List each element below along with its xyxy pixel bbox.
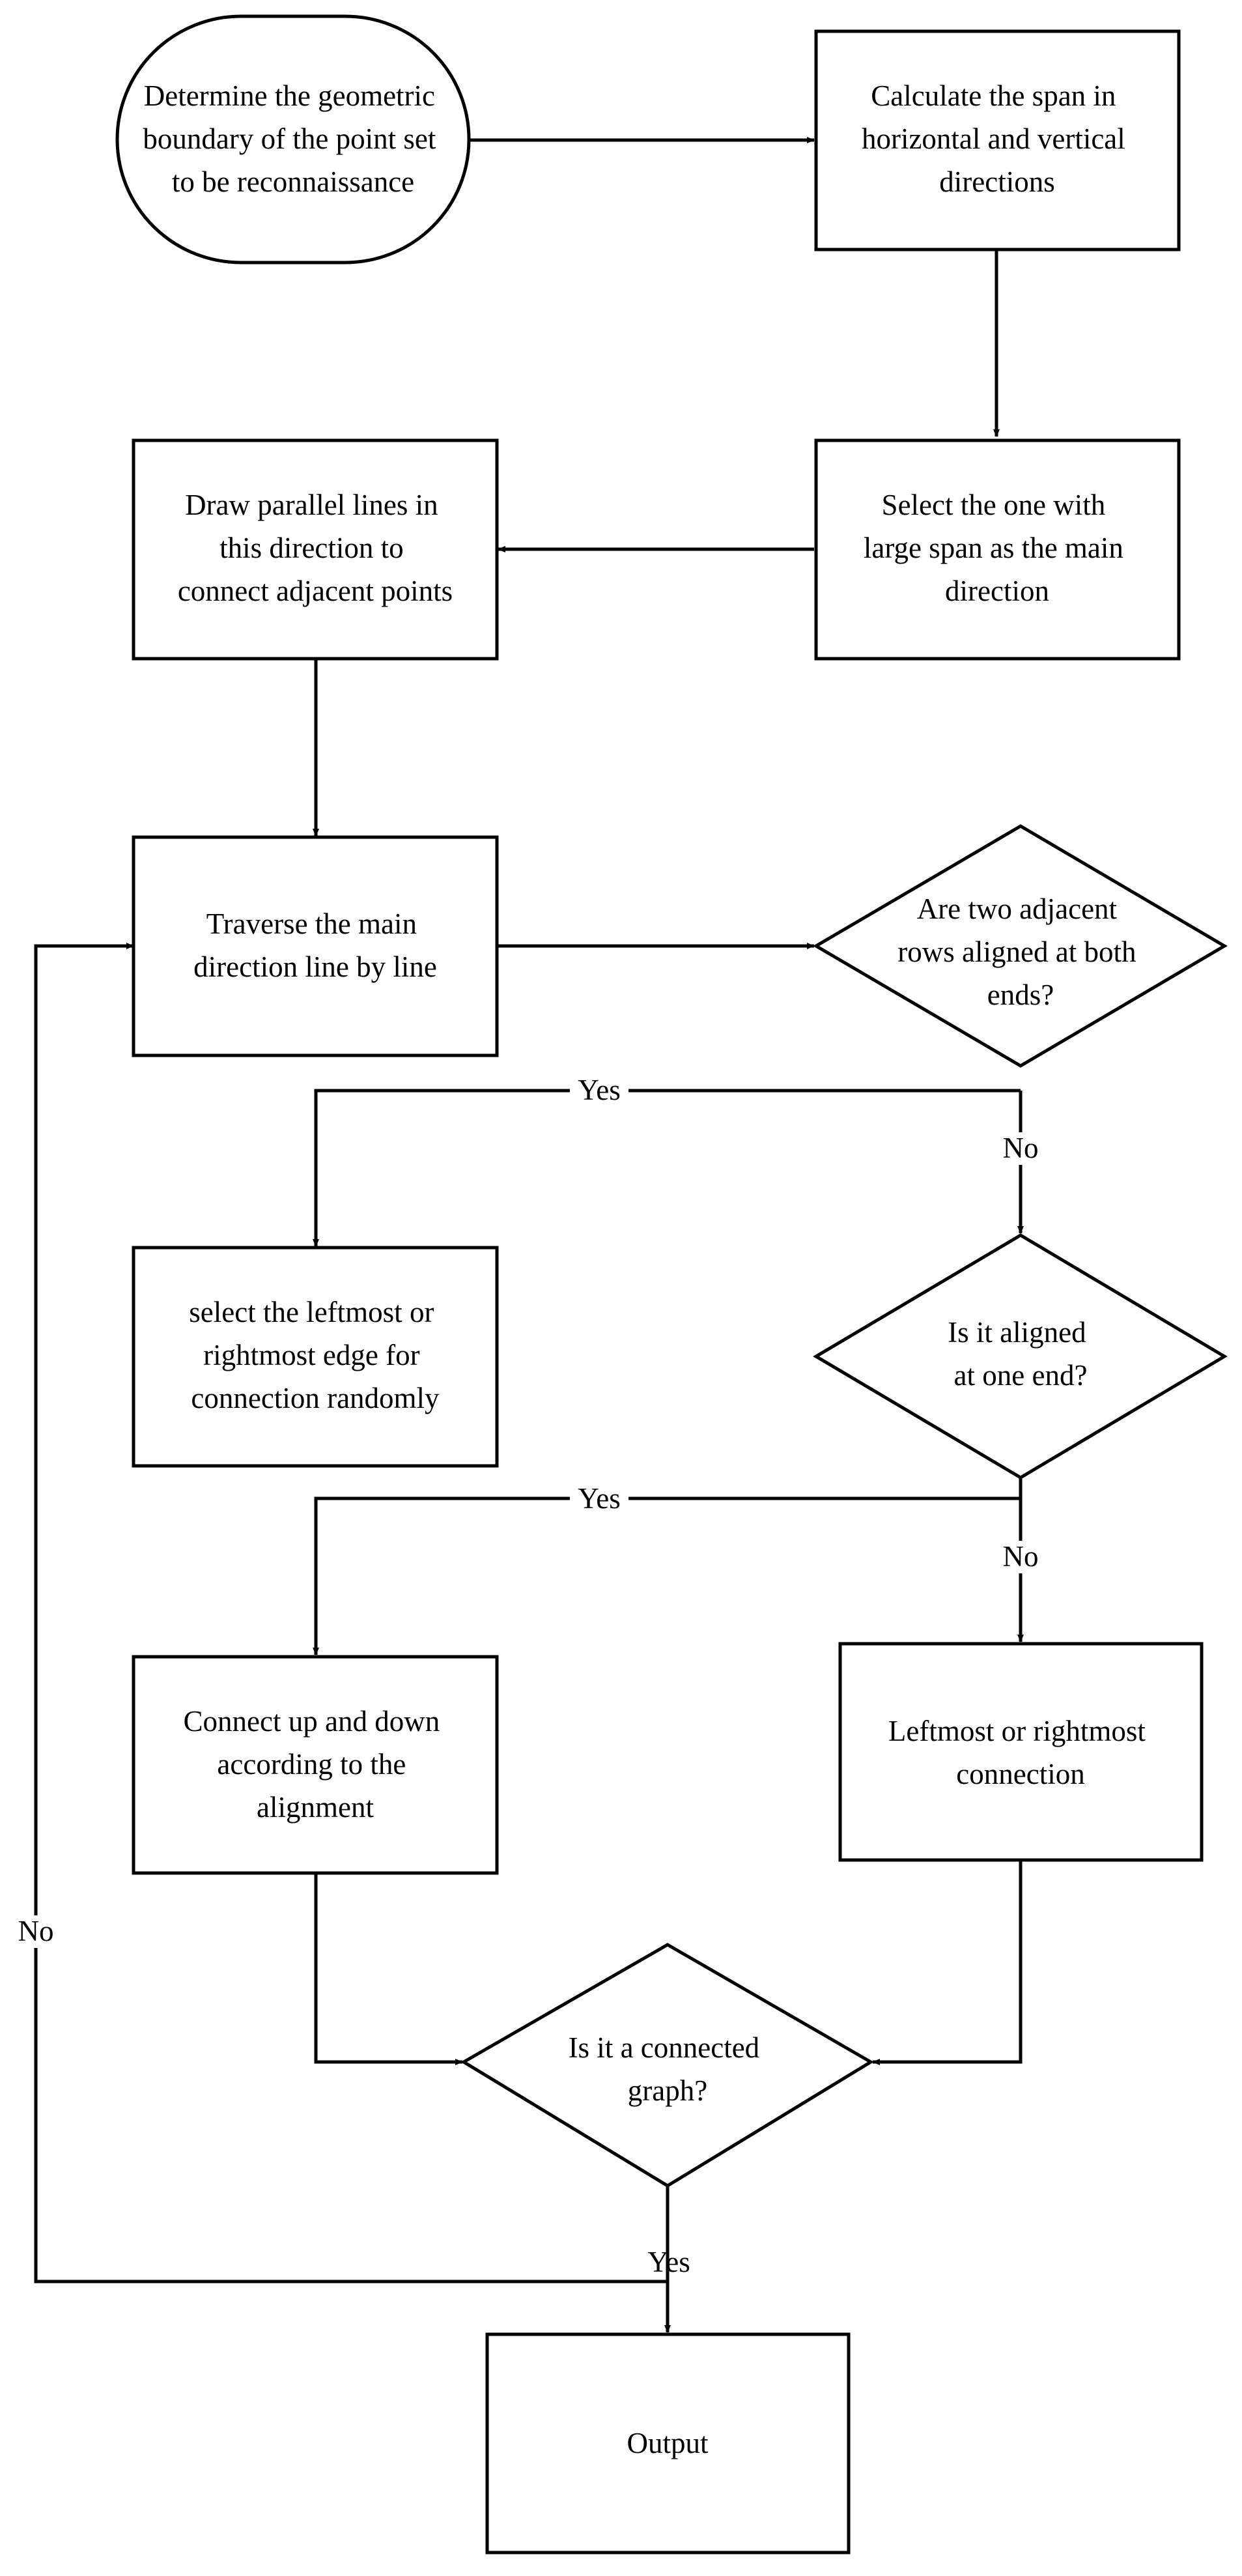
output-node: Output <box>485 2332 851 2555</box>
random-edge-node-label: select the leftmost or rightmost edge fo… <box>189 1296 441 1414</box>
edge-both-yes-to-random <box>313 1089 1021 1247</box>
both-ends-decision-line-2: rows aligned at both <box>897 936 1136 968</box>
traverse-node-label: Traverse the main direction line by line <box>193 908 437 983</box>
start-node-label: Determine the geometric boundary of the … <box>143 79 443 198</box>
connected-graph-decision-line-2: graph? <box>628 2074 707 2107</box>
traverse-node-shape <box>132 835 499 1057</box>
align-connect-node-label: Connect up and down according to the ali… <box>184 1705 447 1824</box>
yes1-label-bg <box>570 1075 628 1108</box>
draw-parallel-lines-node-shape <box>132 438 499 661</box>
align-connect-node-line-1: Connect up and down <box>184 1705 440 1738</box>
draw-parallel-lines-node: Draw parallel lines in this direction to… <box>132 438 499 661</box>
align-connect-node-shape <box>132 1655 499 1875</box>
leftmost-rightmost-node-label: Leftmost or rightmost connection <box>888 1715 1153 1790</box>
edge-one-yes-to-align <box>313 1496 1021 1655</box>
traverse-node-line-2: direction line by line <box>193 951 437 983</box>
select-direction-node: Select the one with large span as the ma… <box>814 438 1181 661</box>
yes1-label: Yes <box>578 1074 620 1106</box>
select-direction-node-line-1: Select the one with <box>882 489 1106 521</box>
start-node-line-1: Determine the geometric <box>144 79 435 112</box>
both-ends-decision-shape <box>813 824 1228 1068</box>
leftmost-rightmost-node-line-1: Leftmost or rightmost <box>888 1715 1146 1747</box>
yes3-label: Yes <box>647 2246 690 2278</box>
one-end-decision-shape <box>813 1233 1228 1480</box>
connected-graph-decision-line-1: Is it a connected <box>569 2031 760 2064</box>
no3-label-bg <box>12 1915 61 1948</box>
no2-label-bg <box>996 1541 1045 1573</box>
select-direction-node-line-2: large span as the main <box>864 532 1123 564</box>
yes2-label: Yes <box>578 1482 620 1515</box>
random-edge-node-line-1: select the leftmost or <box>189 1296 434 1328</box>
draw-parallel-lines-node-line-2: this direction to <box>219 532 403 564</box>
start-node-shape <box>115 14 471 265</box>
calculate-span-node-line-2: horizontal and vertical <box>862 122 1125 155</box>
one-end-decision: Is it aligned at one end? <box>813 1233 1228 1480</box>
leftmost-rightmost-node-shape <box>838 1642 1204 1862</box>
calculate-span-node-line-1: Calculate the span in <box>871 79 1116 112</box>
one-end-decision-line-1: Is it aligned <box>948 1316 1086 1349</box>
no1-label-bg <box>996 1132 1045 1165</box>
calculate-span-node: Calculate the span in horizontal and ver… <box>814 29 1181 251</box>
no3-label: No <box>18 1915 54 1947</box>
traverse-node: Traverse the main direction line by line <box>132 835 499 1057</box>
start-node: Determine the geometric boundary of the … <box>115 14 471 265</box>
both-ends-decision: Are two adjacent rows aligned at both en… <box>813 824 1228 1068</box>
output-node-label: Output <box>627 2427 709 2459</box>
draw-parallel-lines-node-label: Draw parallel lines in this direction to… <box>178 489 453 607</box>
connected-graph-decision-shape <box>460 1943 874 2188</box>
edge-labels: Yes No Yes No No Yes <box>12 1074 1045 2278</box>
align-connect-node: Connect up and down according to the ali… <box>132 1655 499 1875</box>
start-node-line-2: boundary of the point set <box>143 122 436 155</box>
draw-parallel-lines-node-line-3: connect adjacent points <box>178 575 453 607</box>
both-ends-decision-line-1: Are two adjacent <box>917 893 1118 925</box>
align-connect-node-line-3: alignment <box>257 1791 374 1824</box>
calculate-span-node-line-3: directions <box>939 165 1054 198</box>
edge-align-to-conn <box>314 1873 463 2065</box>
calculate-span-node-label: Calculate the span in horizontal and ver… <box>862 79 1133 198</box>
yes2-label-bg <box>570 1483 628 1515</box>
select-direction-node-label: Select the one with large span as the ma… <box>864 489 1131 607</box>
output-node-shape <box>485 2332 851 2555</box>
random-edge-node-shape <box>132 1246 499 1468</box>
select-direction-node-shape <box>814 438 1181 661</box>
calculate-span-node-shape <box>814 29 1181 251</box>
draw-parallel-lines-node-line-1: Draw parallel lines in <box>185 489 438 521</box>
random-edge-node-line-3: connection randomly <box>191 1382 440 1414</box>
connected-graph-decision-label: Is it a connected graph? <box>569 2031 767 2107</box>
select-direction-node-line-3: direction <box>945 575 1049 607</box>
connected-graph-decision: Is it a connected graph? <box>460 1943 874 2188</box>
leftmost-rightmost-node: Leftmost or rightmost connection <box>838 1642 1204 1862</box>
random-edge-node-line-2: rightmost edge for <box>203 1339 419 1371</box>
align-connect-node-line-2: according to the <box>217 1748 406 1781</box>
both-ends-decision-label: Are two adjacent rows aligned at both en… <box>897 893 1143 1011</box>
random-edge-node: select the leftmost or rightmost edge fo… <box>132 1246 499 1468</box>
leftmost-rightmost-node-line-2: connection <box>956 1758 1084 1790</box>
both-ends-decision-line-3: ends? <box>987 979 1054 1011</box>
nodes: Determine the geometric boundary of the … <box>115 14 1228 2555</box>
traverse-node-line-1: Traverse the main <box>206 908 417 940</box>
no1-label: No <box>1003 1132 1039 1164</box>
one-end-decision-label: Is it aligned at one end? <box>948 1316 1094 1392</box>
start-node-line-3: to be reconnaissance <box>172 165 414 198</box>
one-end-decision-line-2: at one end? <box>954 1359 1088 1392</box>
no2-label: No <box>1003 1540 1039 1573</box>
edges <box>34 137 1024 2333</box>
edge-lr-to-conn <box>872 1860 1023 2065</box>
